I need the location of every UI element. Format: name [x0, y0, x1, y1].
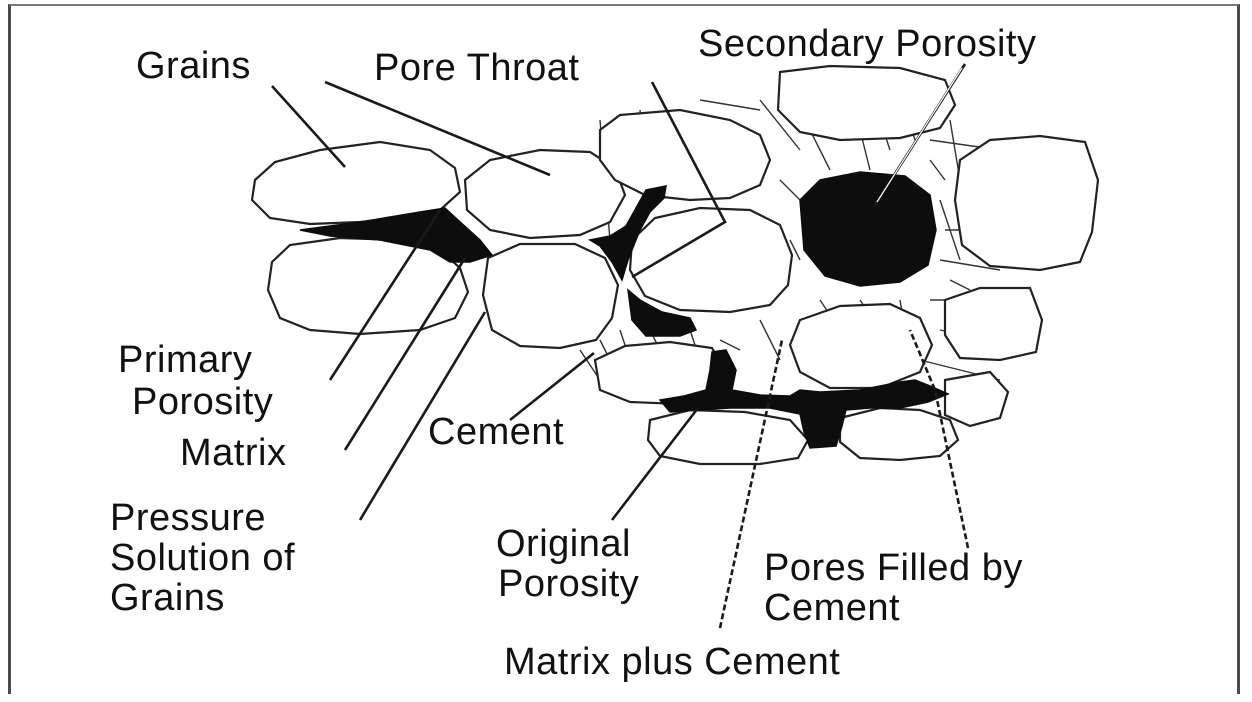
secondary-pore [800, 172, 936, 286]
grain [778, 66, 955, 140]
label-pore-throat: Pore Throat [374, 47, 579, 89]
label-matrix-plus-cement: Matrix plus Cement [504, 641, 840, 683]
label-grains: Grains [136, 45, 251, 87]
grain [600, 110, 770, 200]
grain [945, 288, 1042, 360]
label-pores-filled-line2: Cement [764, 587, 900, 629]
label-pores-filled-line1: Pores Filled by [764, 547, 1023, 589]
grain [465, 150, 625, 238]
label-matrix: Matrix [180, 432, 286, 474]
label-primary-porosity-line2: Porosity [132, 381, 273, 423]
grain [945, 372, 1008, 426]
grain [648, 410, 808, 464]
label-original-porosity-line2: Porosity [498, 563, 639, 605]
label-original-porosity-line1: Original [496, 523, 631, 565]
grain [483, 244, 618, 348]
label-pressure-solution-line1: Pressure [110, 497, 266, 539]
grain [955, 136, 1098, 270]
label-primary-porosity-line1: Primary [118, 339, 252, 381]
label-secondary-porosity: Secondary Porosity [698, 23, 1037, 65]
label-pressure-solution-line2: Solution of [110, 537, 295, 579]
leader-cement [510, 353, 594, 420]
grain [790, 304, 932, 388]
label-pressure-solution-line3: Grains [110, 577, 225, 619]
grain [630, 208, 792, 312]
label-cement: Cement [428, 411, 564, 453]
